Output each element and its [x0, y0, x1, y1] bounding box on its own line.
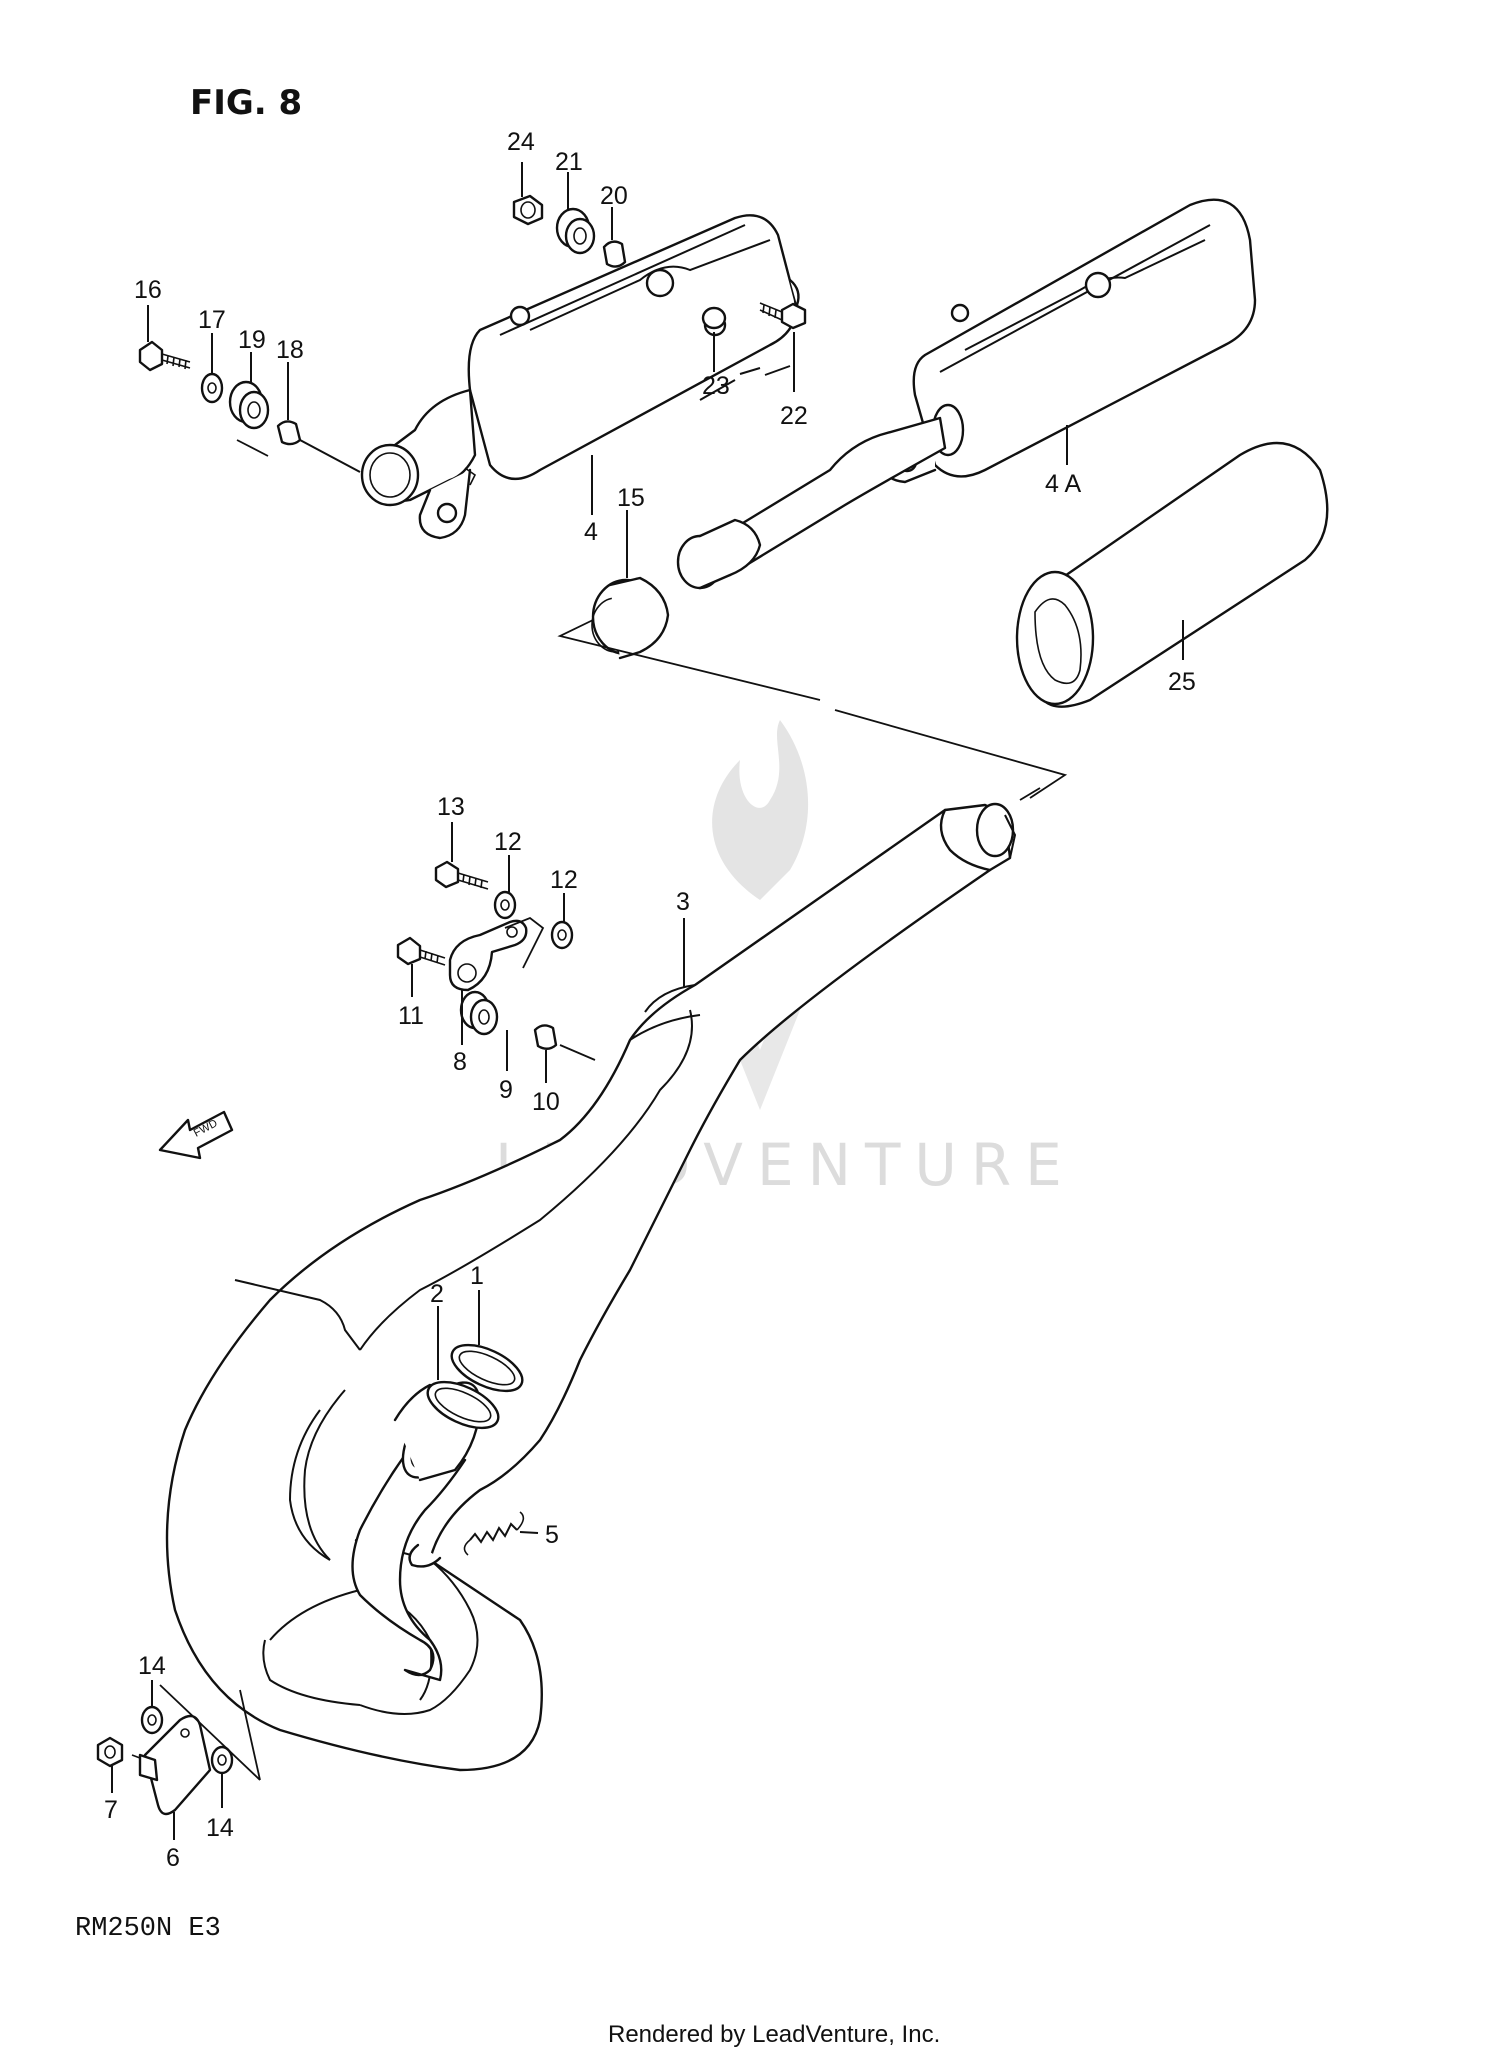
footer-credit: Rendered by LeadVenture, Inc.: [608, 2021, 940, 2048]
callout-1: 1: [470, 1262, 484, 1290]
callout-8: 8: [453, 1048, 467, 1076]
callout-22: 22: [780, 402, 808, 430]
callout-9: 9: [499, 1076, 513, 1104]
callout-11: 11: [398, 1002, 424, 1030]
callout-23: 23: [702, 372, 730, 400]
callout-5: 5: [545, 1521, 559, 1549]
callout-2: 2: [430, 1280, 444, 1308]
callout-13: 13: [437, 793, 465, 821]
gasket-part-2: [426, 1380, 500, 1430]
callout-4: 4: [584, 518, 598, 546]
bracket-hardware: [396, 860, 574, 1050]
callout-25: 25: [1168, 668, 1196, 696]
model-code: RM250N E3: [75, 1914, 221, 1944]
fwd-arrow-icon: FWD: [158, 1110, 234, 1160]
callout-14a: 14: [138, 1652, 166, 1680]
callout-15: 15: [617, 484, 645, 512]
callout-7: 7: [104, 1796, 118, 1824]
callout-20: 20: [600, 182, 628, 210]
gasket-part-1: [450, 1343, 524, 1393]
expansion-chamber-part-3: [165, 802, 1017, 1772]
clamp-ring-part-15: [591, 576, 670, 660]
bottom-hardware: [96, 1705, 234, 1816]
callout-4a: 4 A: [1045, 470, 1081, 498]
muffler-part-4: [360, 214, 800, 540]
figure-title: FIG. 8: [190, 83, 302, 123]
muffler-part-4a: [676, 198, 1257, 590]
spring-part-5: [463, 1511, 525, 1556]
callout-16: 16: [134, 276, 162, 304]
callout-labels: 24 21 20 16 17 19 18 23 22 4 15 4 A 25 1…: [104, 128, 1196, 1872]
callout-24: 24: [507, 128, 535, 156]
callout-17: 17: [198, 306, 226, 334]
leader-lines: [111, 162, 1184, 1840]
callout-19: 19: [238, 326, 266, 354]
callout-21: 21: [555, 148, 583, 176]
callout-3: 3: [676, 888, 690, 916]
callout-18: 18: [276, 336, 304, 364]
callout-12a: 12: [494, 828, 522, 856]
callout-12b: 12: [550, 866, 578, 894]
callout-14b: 14: [206, 1814, 234, 1842]
callout-10: 10: [532, 1088, 560, 1116]
callout-6: 6: [166, 1844, 180, 1872]
muffler-cover-part-25: [1015, 441, 1329, 708]
